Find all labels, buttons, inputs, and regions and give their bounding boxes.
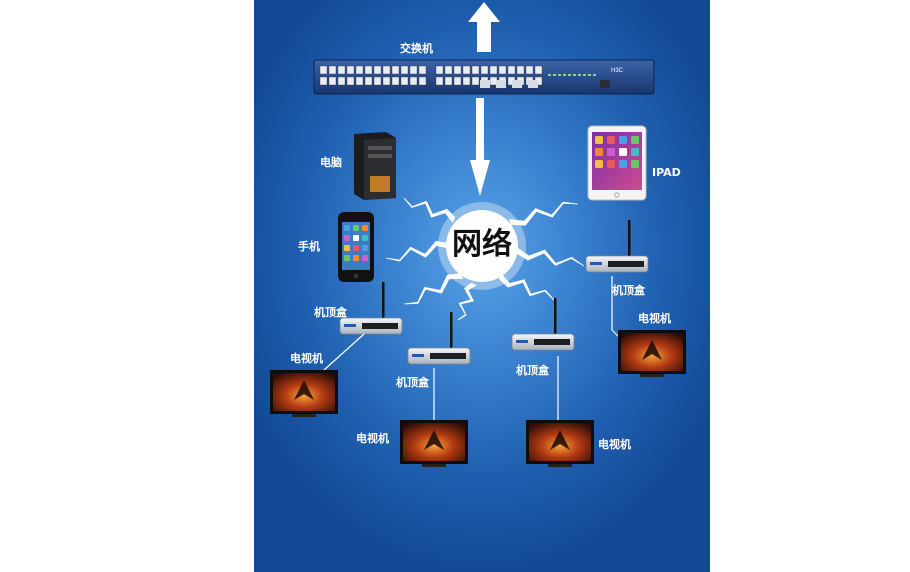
- wireless-lightning-bolts: [385, 197, 585, 321]
- stb-left-label: 机顶盒: [314, 306, 347, 319]
- diagram-background: H3C: [254, 0, 710, 572]
- tv-mid-left-label: 电视机: [356, 432, 389, 445]
- stb-right-device: [585, 220, 649, 273]
- switch-label: 交换机: [400, 42, 433, 55]
- network-center-label: 网络: [452, 227, 512, 262]
- tv-left-label: 电视机: [290, 352, 323, 365]
- ipad-icon: [587, 125, 647, 201]
- ipad-label: IPAD: [652, 166, 681, 179]
- tv-right-device: [618, 330, 686, 377]
- phone-icon: [338, 212, 374, 282]
- tv-mid-left-device: [400, 420, 468, 467]
- stb-left-device: [339, 282, 403, 335]
- tv-mid-right-device: [526, 420, 594, 467]
- switch-brand: H3C: [611, 68, 624, 74]
- stb-mid-right-device: [511, 298, 575, 351]
- switch-network-link: [470, 98, 490, 196]
- stb-mid-left-device: [407, 312, 471, 365]
- switch-device: H3C: [313, 59, 655, 95]
- tv-left-device: [270, 370, 338, 417]
- phone-label: 手机: [298, 240, 320, 253]
- network-diagram-graphics: H3C: [270, 2, 686, 467]
- tv-mid-right-label: 电视机: [598, 438, 631, 451]
- uplink-arrow-icon: [468, 2, 500, 52]
- computer-label: 电脑: [320, 156, 342, 169]
- computer-icon: [354, 132, 396, 200]
- stb-mid-right-label: 机顶盒: [516, 364, 549, 377]
- tv-right-label: 电视机: [638, 312, 671, 325]
- network-hub: [438, 202, 526, 290]
- stb-mid-left-label: 机顶盒: [396, 376, 429, 389]
- stb-right-label: 机顶盒: [612, 284, 645, 297]
- stb-tv-cables: [323, 276, 621, 420]
